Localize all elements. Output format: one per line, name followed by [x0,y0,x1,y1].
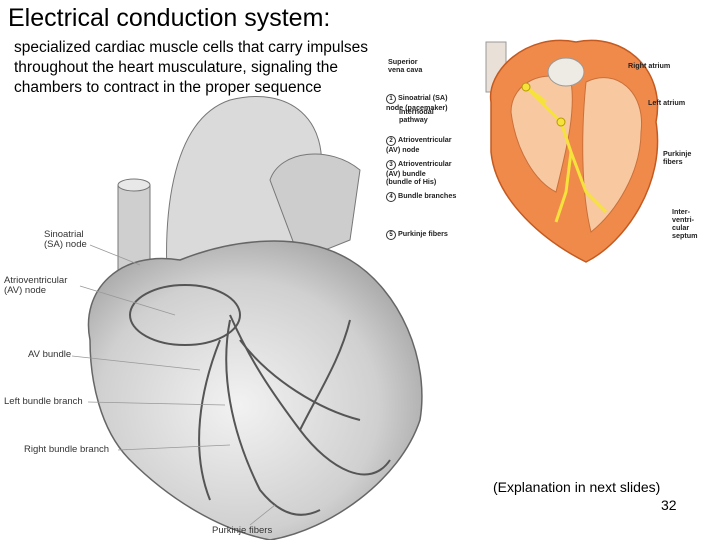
heart-cross-section-diagram [485,39,659,263]
page-number: 32 [661,497,677,513]
label-bundle-branches-text: Bundle branches [398,191,457,200]
slide-subtitle: specialized cardiac muscle cells that ca… [14,39,369,96]
label-interventricular-septum: Inter- ventri- cular septum [672,207,698,240]
label-left-atrium: Left atrium [648,98,686,107]
slide-title: Electrical conduction system: [8,4,331,32]
label-superior-vena-cava: Superior vena cava [388,57,423,74]
step-number-5: 5 [386,230,396,240]
heart-conduction-illustration [71,96,423,540]
label-sa-node-text: Sinoatrial (SA) node (pacemaker) [386,93,448,112]
label-right-bundle-large: Right bundle branch [24,444,110,455]
label-purkinje-fibers-right: Purkinje fibers [663,149,692,166]
label-internodal-pathway: Internodal pathway [399,107,434,124]
explanation-note: (Explanation in next slides) [493,479,661,495]
label-purkinje-text: Purkinje fibers [398,229,448,238]
label-av-node-large: Atrioventricular (AV) node [4,275,68,296]
label-sa-node-large: Sinoatrial (SA) node [44,229,87,250]
label-av-node-text: Atrioventricular (AV) node [386,135,452,154]
label-purkinje-large: Purkinje fibers [212,525,273,536]
label-right-atrium: Right atrium [628,61,671,70]
label-av-bundle-text: Atrioventricular (AV) bundle (bundle of … [386,159,452,186]
label-av-bundle-large: AV bundle [28,349,72,360]
label-left-bundle-large: Left bundle branch [4,396,83,407]
step-number-4: 4 [386,192,396,202]
